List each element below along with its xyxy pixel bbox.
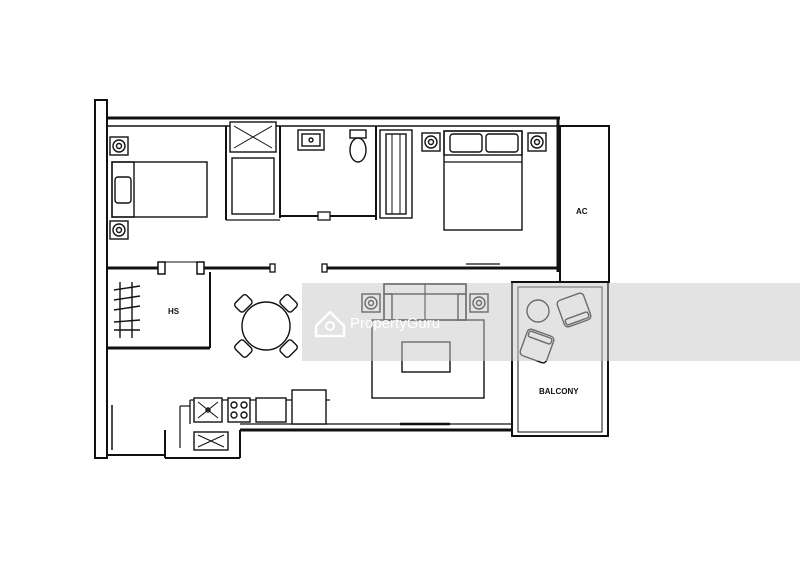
bedroom-1 — [109, 136, 208, 240]
sink-icon — [297, 129, 325, 151]
closet-icon — [379, 129, 413, 219]
fridge-icon — [291, 389, 327, 425]
watermark: PropertyGuru — [302, 283, 800, 361]
washer-icon — [193, 431, 229, 451]
bed-icon — [443, 130, 523, 231]
kitchen-sink-icon — [193, 397, 223, 423]
ac-label: AC — [576, 207, 588, 216]
propertyguru-logo-icon — [314, 310, 346, 338]
dining-table-icon — [234, 294, 298, 358]
outer-walls — [94, 99, 560, 459]
watermark-text: PropertyGuru — [350, 315, 440, 332]
oven-icon — [255, 397, 287, 423]
hs-label: HS — [168, 307, 180, 316]
shelving-icon — [113, 282, 141, 338]
ac-ledge: AC — [559, 125, 610, 283]
kitchen — [179, 389, 330, 451]
stove-icon — [227, 397, 251, 423]
nightstand-icon — [421, 132, 441, 152]
bedroom-2 — [379, 129, 547, 231]
balcony-label: BALCONY — [539, 387, 579, 396]
nightstand-icon — [109, 136, 129, 156]
nightstand-icon — [109, 220, 129, 240]
interior-walls — [107, 126, 558, 426]
bed-icon — [111, 161, 208, 218]
household-shelter: HS — [113, 282, 180, 338]
nightstand-icon — [527, 132, 547, 152]
bathroom — [297, 129, 367, 163]
toilet-icon — [349, 129, 367, 163]
wardrobe-icon — [229, 121, 277, 215]
